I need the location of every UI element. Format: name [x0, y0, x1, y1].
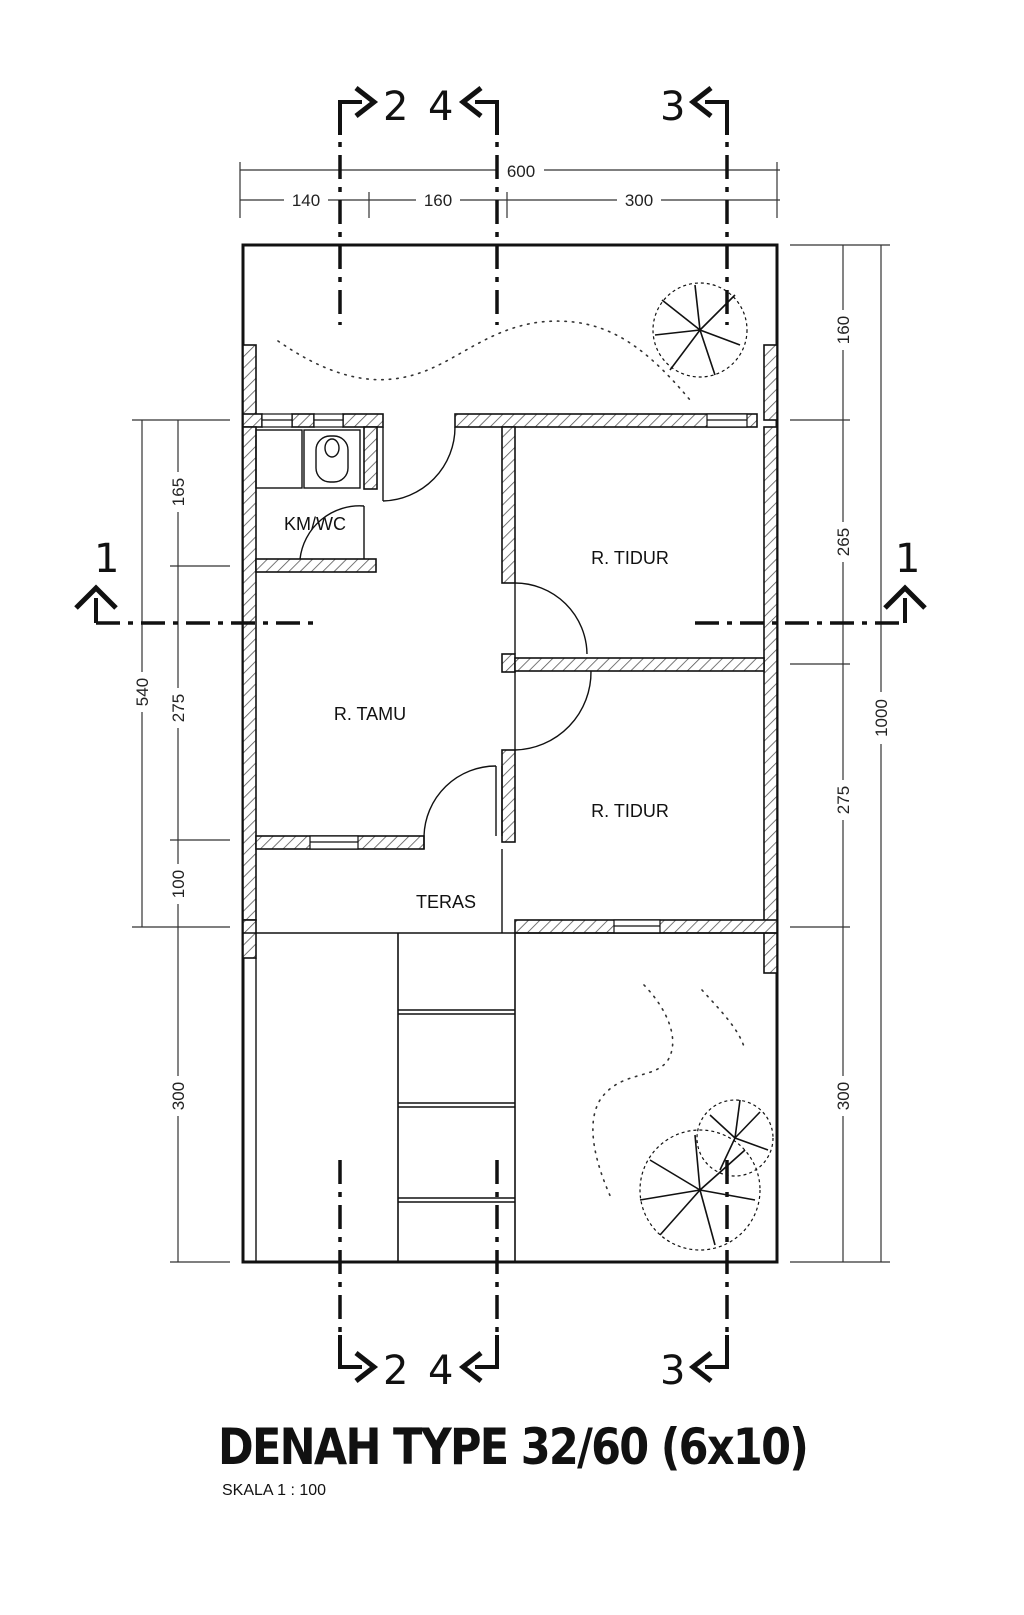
dim-left-4: 300: [169, 1082, 188, 1110]
tree-icon: [696, 1099, 774, 1177]
room-label-tamu: R. TAMU: [334, 704, 406, 724]
section-label: 1: [94, 536, 119, 582]
tree-icon: [639, 1129, 761, 1251]
room-label-teras: TERAS: [416, 892, 476, 912]
section-label: 3: [660, 1348, 685, 1394]
tree-icon: [652, 282, 748, 378]
shower-tray-icon: [255, 429, 303, 489]
section-label: 4: [428, 1348, 453, 1394]
section-marker-1-left: 1: [74, 536, 119, 623]
section-marker-3-bottom: 3: [660, 1335, 729, 1394]
teras-outline: [243, 849, 777, 1262]
toilet-icon: [303, 429, 361, 489]
drawing-scale: SKALA 1 : 100: [222, 1482, 327, 1499]
dimension-labels: 600 140 160 300 160 265 275 300 1000 540…: [131, 160, 892, 1116]
dim-left-1: 165: [169, 478, 188, 506]
dim-top-3: 300: [625, 191, 653, 210]
windows: [261, 413, 748, 934]
section-label: 1: [895, 536, 920, 582]
dim-right-4: 300: [834, 1082, 853, 1110]
section-marker-3-top: 3: [660, 84, 729, 135]
section-label: 2: [383, 1348, 408, 1394]
section-label: 3: [660, 84, 685, 130]
section-label: 4: [428, 84, 453, 130]
dim-top-total: 600: [507, 162, 535, 181]
dim-left-total: 540: [133, 678, 152, 706]
room-label-kmwc: KM/WC: [284, 514, 346, 534]
dim-left-3: 100: [169, 870, 188, 898]
dim-right-total: 1000: [872, 699, 891, 737]
drawing-title: DENAH TYPE 32/60 (6x10): [218, 1418, 809, 1476]
walls: [242, 344, 778, 974]
room-label-tidur-2: R. TIDUR: [591, 801, 669, 821]
doors: [299, 426, 592, 849]
section-label: 2: [383, 84, 408, 130]
section-marker-2-bottom: 2: [338, 1335, 408, 1394]
dim-right-3: 275: [834, 786, 853, 814]
section-marker-1-right: 1: [883, 536, 927, 623]
stepping-stones: [397, 933, 516, 1262]
dim-left-2: 275: [169, 694, 188, 722]
section-marker-4-bottom: 4: [428, 1335, 499, 1394]
room-label-tidur-1: R. TIDUR: [591, 548, 669, 568]
section-marker-4-top: 4: [428, 84, 499, 135]
dim-right-1: 160: [834, 316, 853, 344]
dim-top-1: 140: [292, 191, 320, 210]
section-marker-2-top: 2: [338, 84, 408, 135]
dim-right-2: 265: [834, 528, 853, 556]
section-lines: [96, 110, 905, 1370]
garden-path: [277, 320, 746, 1201]
dim-top-2: 160: [424, 191, 452, 210]
